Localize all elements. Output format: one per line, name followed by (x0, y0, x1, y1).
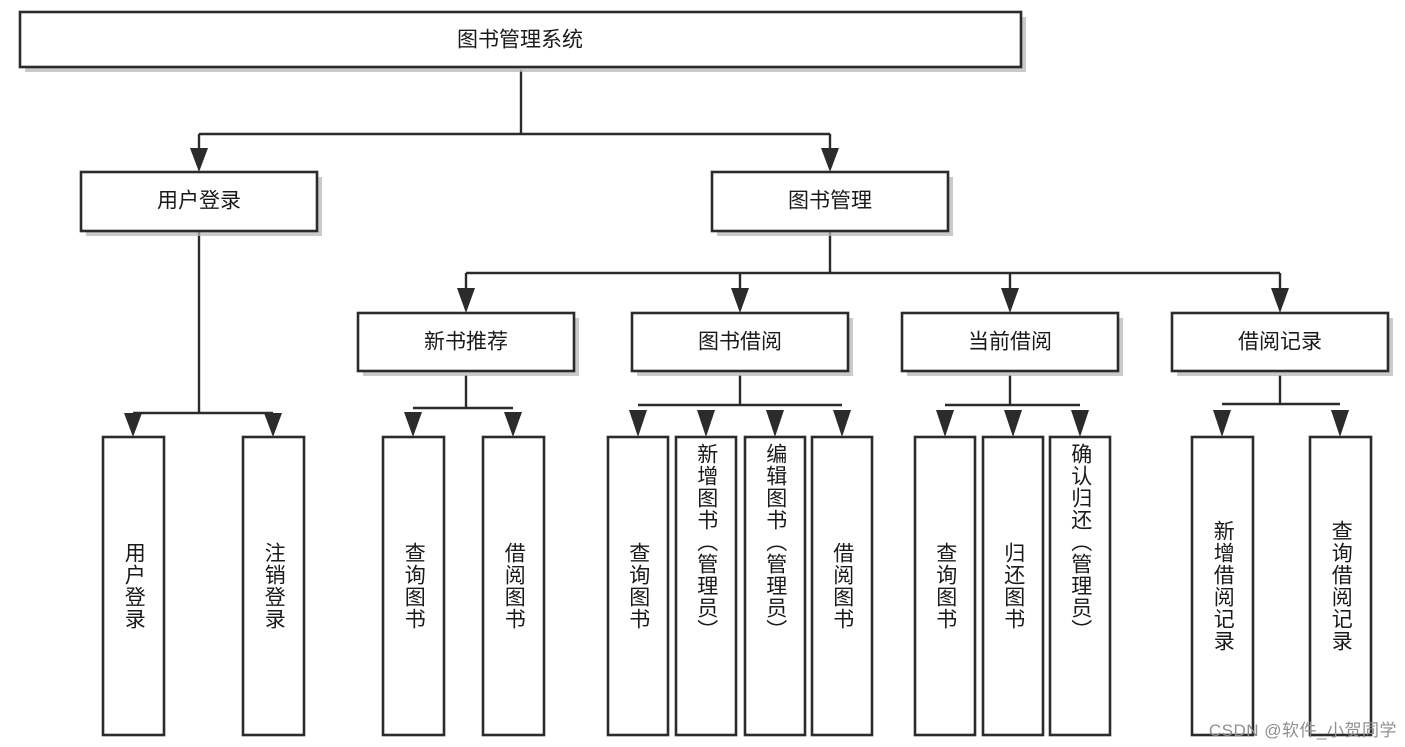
leaf-user-logout-box[interactable] (241, 435, 306, 737)
arrow-head-leaf-query-record (1331, 410, 1349, 437)
arrow-head-leaf-query-book-2 (629, 410, 647, 437)
leaf-query-book-2-box[interactable] (606, 435, 670, 737)
leaf-edit-book-box[interactable] (743, 435, 807, 737)
borrow-record-node-box[interactable] (1170, 311, 1390, 373)
leaf-return-book[interactable]: 归还图书 (983, 437, 1043, 735)
arrow-head-leaf-confirm-return (1071, 410, 1089, 437)
user-login-node-box[interactable] (79, 170, 319, 233)
arrow-head-current-borrow (1001, 288, 1019, 313)
leaf-query-book-2[interactable]: 查询图书 (608, 437, 668, 735)
leaf-confirm-return-box[interactable] (1048, 435, 1112, 737)
new-book-recommend-node-box[interactable] (356, 311, 576, 373)
arrow-head-user-login (190, 148, 208, 172)
connector-layer (124, 70, 1349, 437)
leaf-borrow-book-2-box[interactable] (810, 435, 874, 737)
leaf-query-record-label: 查询借阅记录 (1329, 520, 1353, 652)
leaf-edit-book-label: 编辑图书（管理员） (763, 443, 787, 641)
root-node-box[interactable] (18, 10, 1023, 69)
leaf-confirm-return-label: 确认归还（管理员） (1068, 443, 1092, 641)
leaf-return-book-box[interactable] (981, 435, 1045, 737)
leaf-borrow-book-1[interactable]: 借阅图书 (483, 437, 544, 735)
leaf-user-login-label: 用户登录 (122, 542, 146, 630)
node-layer: 图书管理系统 用户登录 图书管理 新书推荐 图书借阅 当前借阅 借阅记录 (18, 10, 1393, 737)
borrow-record-node-label: 借阅记录 (1238, 331, 1322, 354)
arrow-head-leaf-borrow-book-1 (504, 412, 522, 437)
arrow-head-leaf-query-book-3 (936, 410, 954, 437)
csdn-watermark: CSDN @软件_小贺同学 (1208, 721, 1397, 740)
arrow-head-leaf-return-book (1004, 410, 1022, 437)
leaf-user-logout[interactable]: 注销登录 (243, 437, 304, 735)
current-borrow-node-box[interactable] (900, 311, 1120, 373)
current-borrow-node-label: 当前借阅 (968, 331, 1052, 354)
leaf-user-logout-label: 注销登录 (262, 542, 286, 630)
new-book-recommend-node-label: 新书推荐 (424, 331, 508, 354)
leaf-edit-book[interactable]: 编辑图书（管理员） (745, 437, 805, 735)
leaf-confirm-return[interactable]: 确认归还（管理员） (1050, 437, 1110, 735)
arrow-head-leaf-add-record (1213, 410, 1231, 437)
book-management-node-label: 图书管理 (788, 190, 872, 213)
user-login-node-label: 用户登录 (157, 190, 241, 213)
leaf-query-book-3[interactable]: 查询图书 (915, 437, 975, 735)
leaf-borrow-book-1-box[interactable] (481, 435, 546, 737)
arrow-head-new-book-recommend (457, 288, 475, 313)
leaf-query-book-2-label: 查询图书 (626, 542, 650, 630)
leaf-borrow-book-2[interactable]: 借阅图书 (812, 437, 872, 735)
book-borrow-node-box[interactable] (630, 311, 850, 373)
leaf-borrow-book-2-label: 借阅图书 (830, 542, 854, 630)
arrow-head-leaf-user-login (124, 413, 142, 437)
arrow-head-leaf-user-logout (264, 413, 282, 437)
leaf-add-book-box[interactable] (674, 435, 738, 737)
arrow-head-book-borrow (731, 288, 749, 313)
leaf-add-book-label: 新增图书（管理员） (694, 443, 718, 641)
book-management-node-box[interactable] (710, 170, 950, 233)
leaf-query-book-3-label: 查询图书 (933, 542, 957, 630)
arrow-head-borrow-record (1271, 288, 1289, 313)
leaf-user-login[interactable]: 用户登录 (103, 437, 164, 735)
arrow-head-leaf-edit-book (766, 410, 784, 437)
arrow-head-book-management (821, 148, 839, 172)
leaf-query-record-box[interactable] (1308, 435, 1373, 737)
leaf-query-book-1[interactable]: 查询图书 (383, 437, 444, 735)
leaf-user-login-box[interactable] (101, 435, 166, 737)
leaf-borrow-book-1-label: 借阅图书 (502, 542, 526, 630)
leaf-return-book-label: 归还图书 (1001, 542, 1025, 630)
arrow-head-leaf-add-book (697, 410, 715, 437)
book-borrow-node-label: 图书借阅 (698, 331, 782, 354)
leaf-query-book-3-box[interactable] (913, 435, 977, 737)
leaf-add-book[interactable]: 新增图书（管理员） (676, 437, 736, 735)
arrow-head-leaf-query-book-1 (404, 412, 422, 437)
leaf-add-record[interactable]: 新增借阅记录 (1192, 437, 1253, 735)
leaf-query-book-1-label: 查询图书 (402, 542, 426, 630)
leaf-query-book-1-box[interactable] (381, 435, 446, 737)
leaf-add-record-label: 新增借阅记录 (1211, 520, 1235, 652)
leaf-query-record[interactable]: 查询借阅记录 (1310, 437, 1371, 735)
leaf-add-record-box[interactable] (1190, 435, 1255, 737)
arrow-head-leaf-borrow-book-2 (833, 410, 851, 437)
root-node-label: 图书管理系统 (457, 29, 583, 52)
